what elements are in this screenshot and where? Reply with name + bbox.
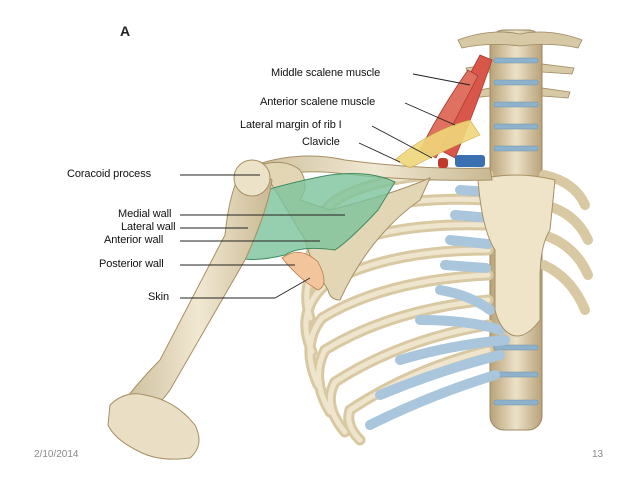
label-middle-scalene: Middle scalene muscle [271, 67, 381, 79]
sternum [477, 174, 556, 337]
posterior-wall-shape [281, 252, 325, 291]
figure-letter: A [120, 23, 131, 39]
label-anterior-wall: Anterior wall [104, 234, 164, 246]
scalene-muscles [394, 54, 493, 169]
label-skin: Skin [148, 291, 169, 303]
leader-lines [180, 73, 471, 299]
label-clavicle: Clavicle [302, 136, 340, 148]
label-medial-wall: Medial wall [118, 208, 172, 220]
label-anterior-scalene: Anterior scalene muscle [260, 96, 376, 108]
footer-date: 2/10/2014 [34, 449, 79, 460]
humerus [107, 159, 273, 460]
label-lateral-wall: Lateral wall [121, 221, 176, 233]
label-lateral-margin-rib: Lateral margin of rib I [240, 119, 342, 131]
label-posterior-wall: Posterior wall [99, 258, 164, 270]
clavicle-bone [254, 155, 493, 181]
label-coracoid-process: Coracoid process [67, 168, 151, 180]
footer-page-number: 13 [592, 449, 604, 460]
